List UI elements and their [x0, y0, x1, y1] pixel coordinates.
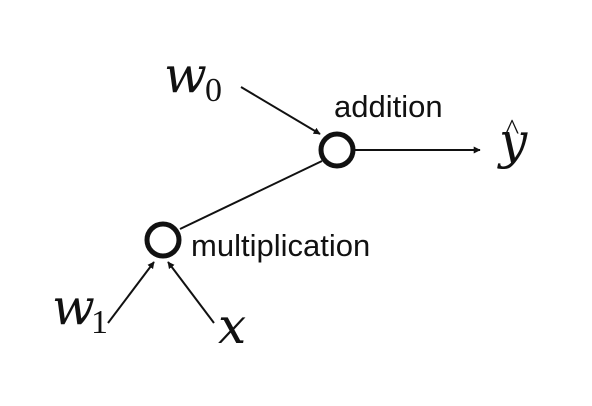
y-hat-symbol: y [497, 112, 528, 170]
x-symbol: x [218, 297, 246, 355]
output-y-hat: y ^ [497, 112, 528, 170]
w0-subscript: 0 [205, 72, 222, 109]
edge-multiplication-to-addition [179, 160, 323, 230]
w1-symbol: w [52, 278, 95, 336]
edge-x-to-multiplication [167, 261, 215, 324]
edge-w0-to-addition [240, 86, 321, 135]
multiplication-node [144, 221, 182, 259]
edge-w1-to-multiplication [107, 261, 155, 324]
addition-node [318, 131, 356, 169]
w1-subscript: 1 [91, 304, 108, 341]
y-hat-accent: ^ [505, 113, 519, 146]
variable-w1: w 1 [52, 278, 108, 341]
w0-symbol: w [164, 46, 207, 104]
variable-w0: w 0 [164, 46, 222, 109]
variable-x: x [218, 297, 246, 355]
addition-label: addition [334, 89, 443, 124]
multiplication-label: multiplication [191, 228, 370, 263]
